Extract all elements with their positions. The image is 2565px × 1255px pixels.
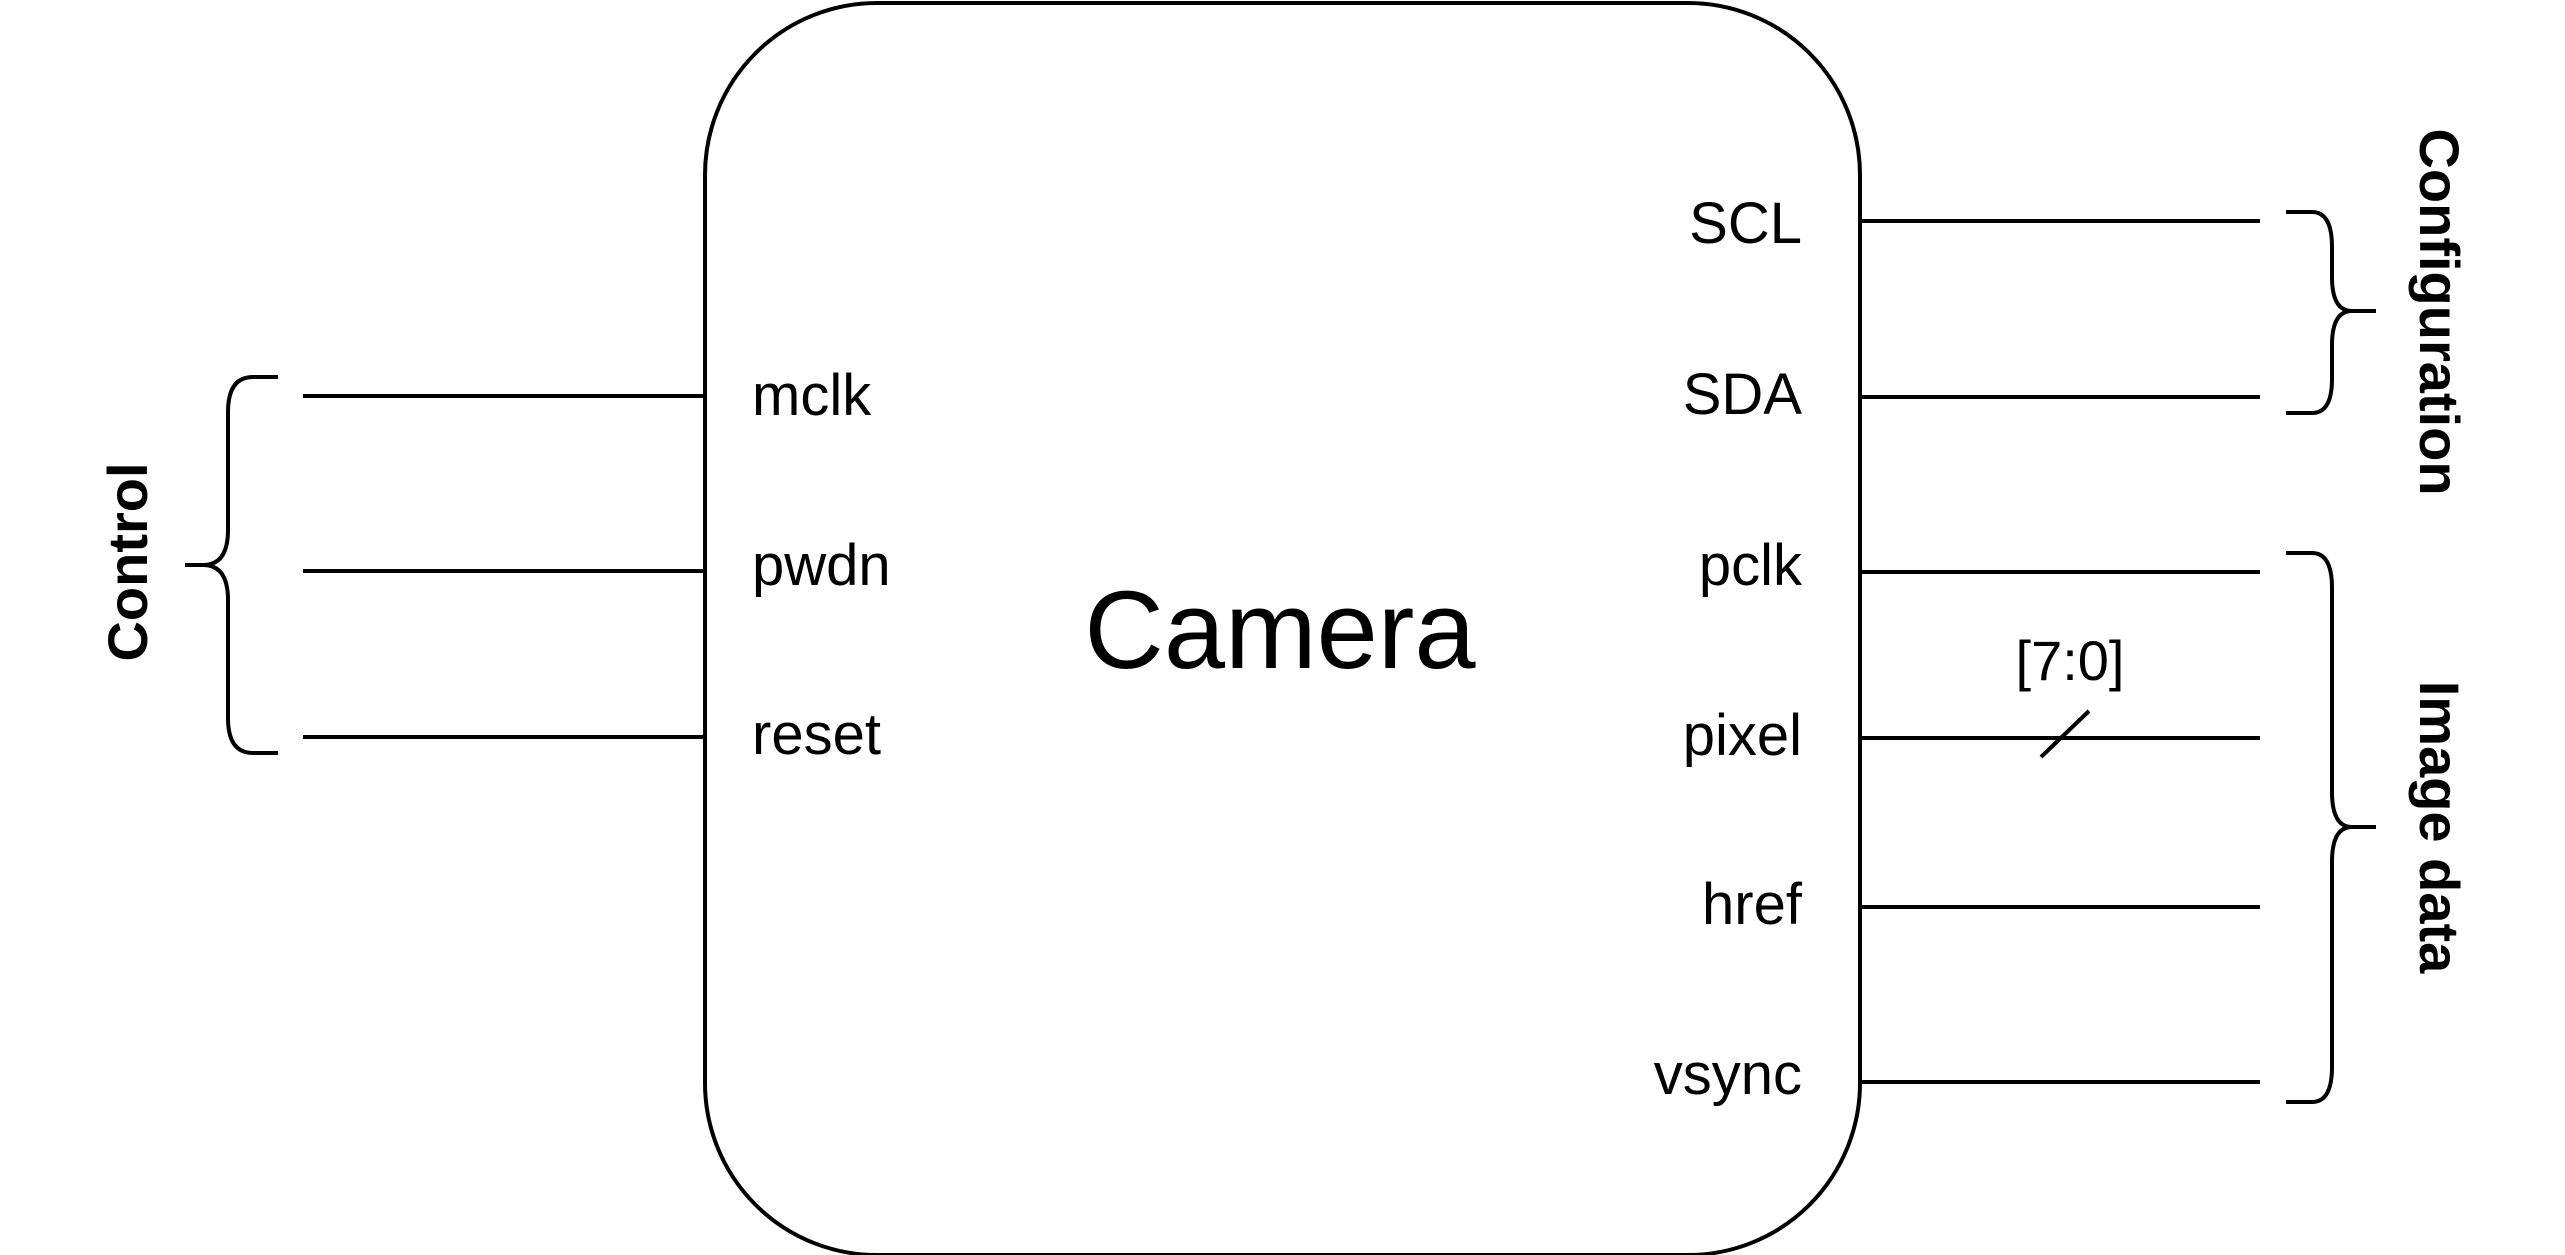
bus-slash-mark: [2039, 709, 2091, 759]
pin-label-href: href: [1702, 872, 1803, 937]
image-data-brace: [2286, 551, 2376, 1104]
pin-label-sda: SDA: [1683, 362, 1803, 427]
pin-label-scl: SCL: [1689, 191, 1802, 256]
group-label-image-data: Image data: [2408, 681, 2471, 974]
pin-label-mclk: mclk: [752, 363, 872, 428]
pin-label-pwdn: pwdn: [752, 533, 891, 598]
control-brace: [185, 375, 278, 755]
configuration-brace: [2286, 210, 2376, 415]
pin-label-reset: reset: [752, 702, 881, 767]
pin-label-pclk: pclk: [1699, 533, 1803, 598]
group-label-configuration: Configuration: [2408, 128, 2471, 495]
group-label-control: Control: [96, 462, 159, 661]
bus-width-label: [7:0]: [2016, 629, 2125, 692]
pin-label-pixel: pixel: [1683, 703, 1802, 768]
pin-label-vsync: vsync: [1654, 1042, 1802, 1107]
camera-block: [703, 1, 1862, 1255]
camera-title: Camera: [1084, 569, 1476, 692]
